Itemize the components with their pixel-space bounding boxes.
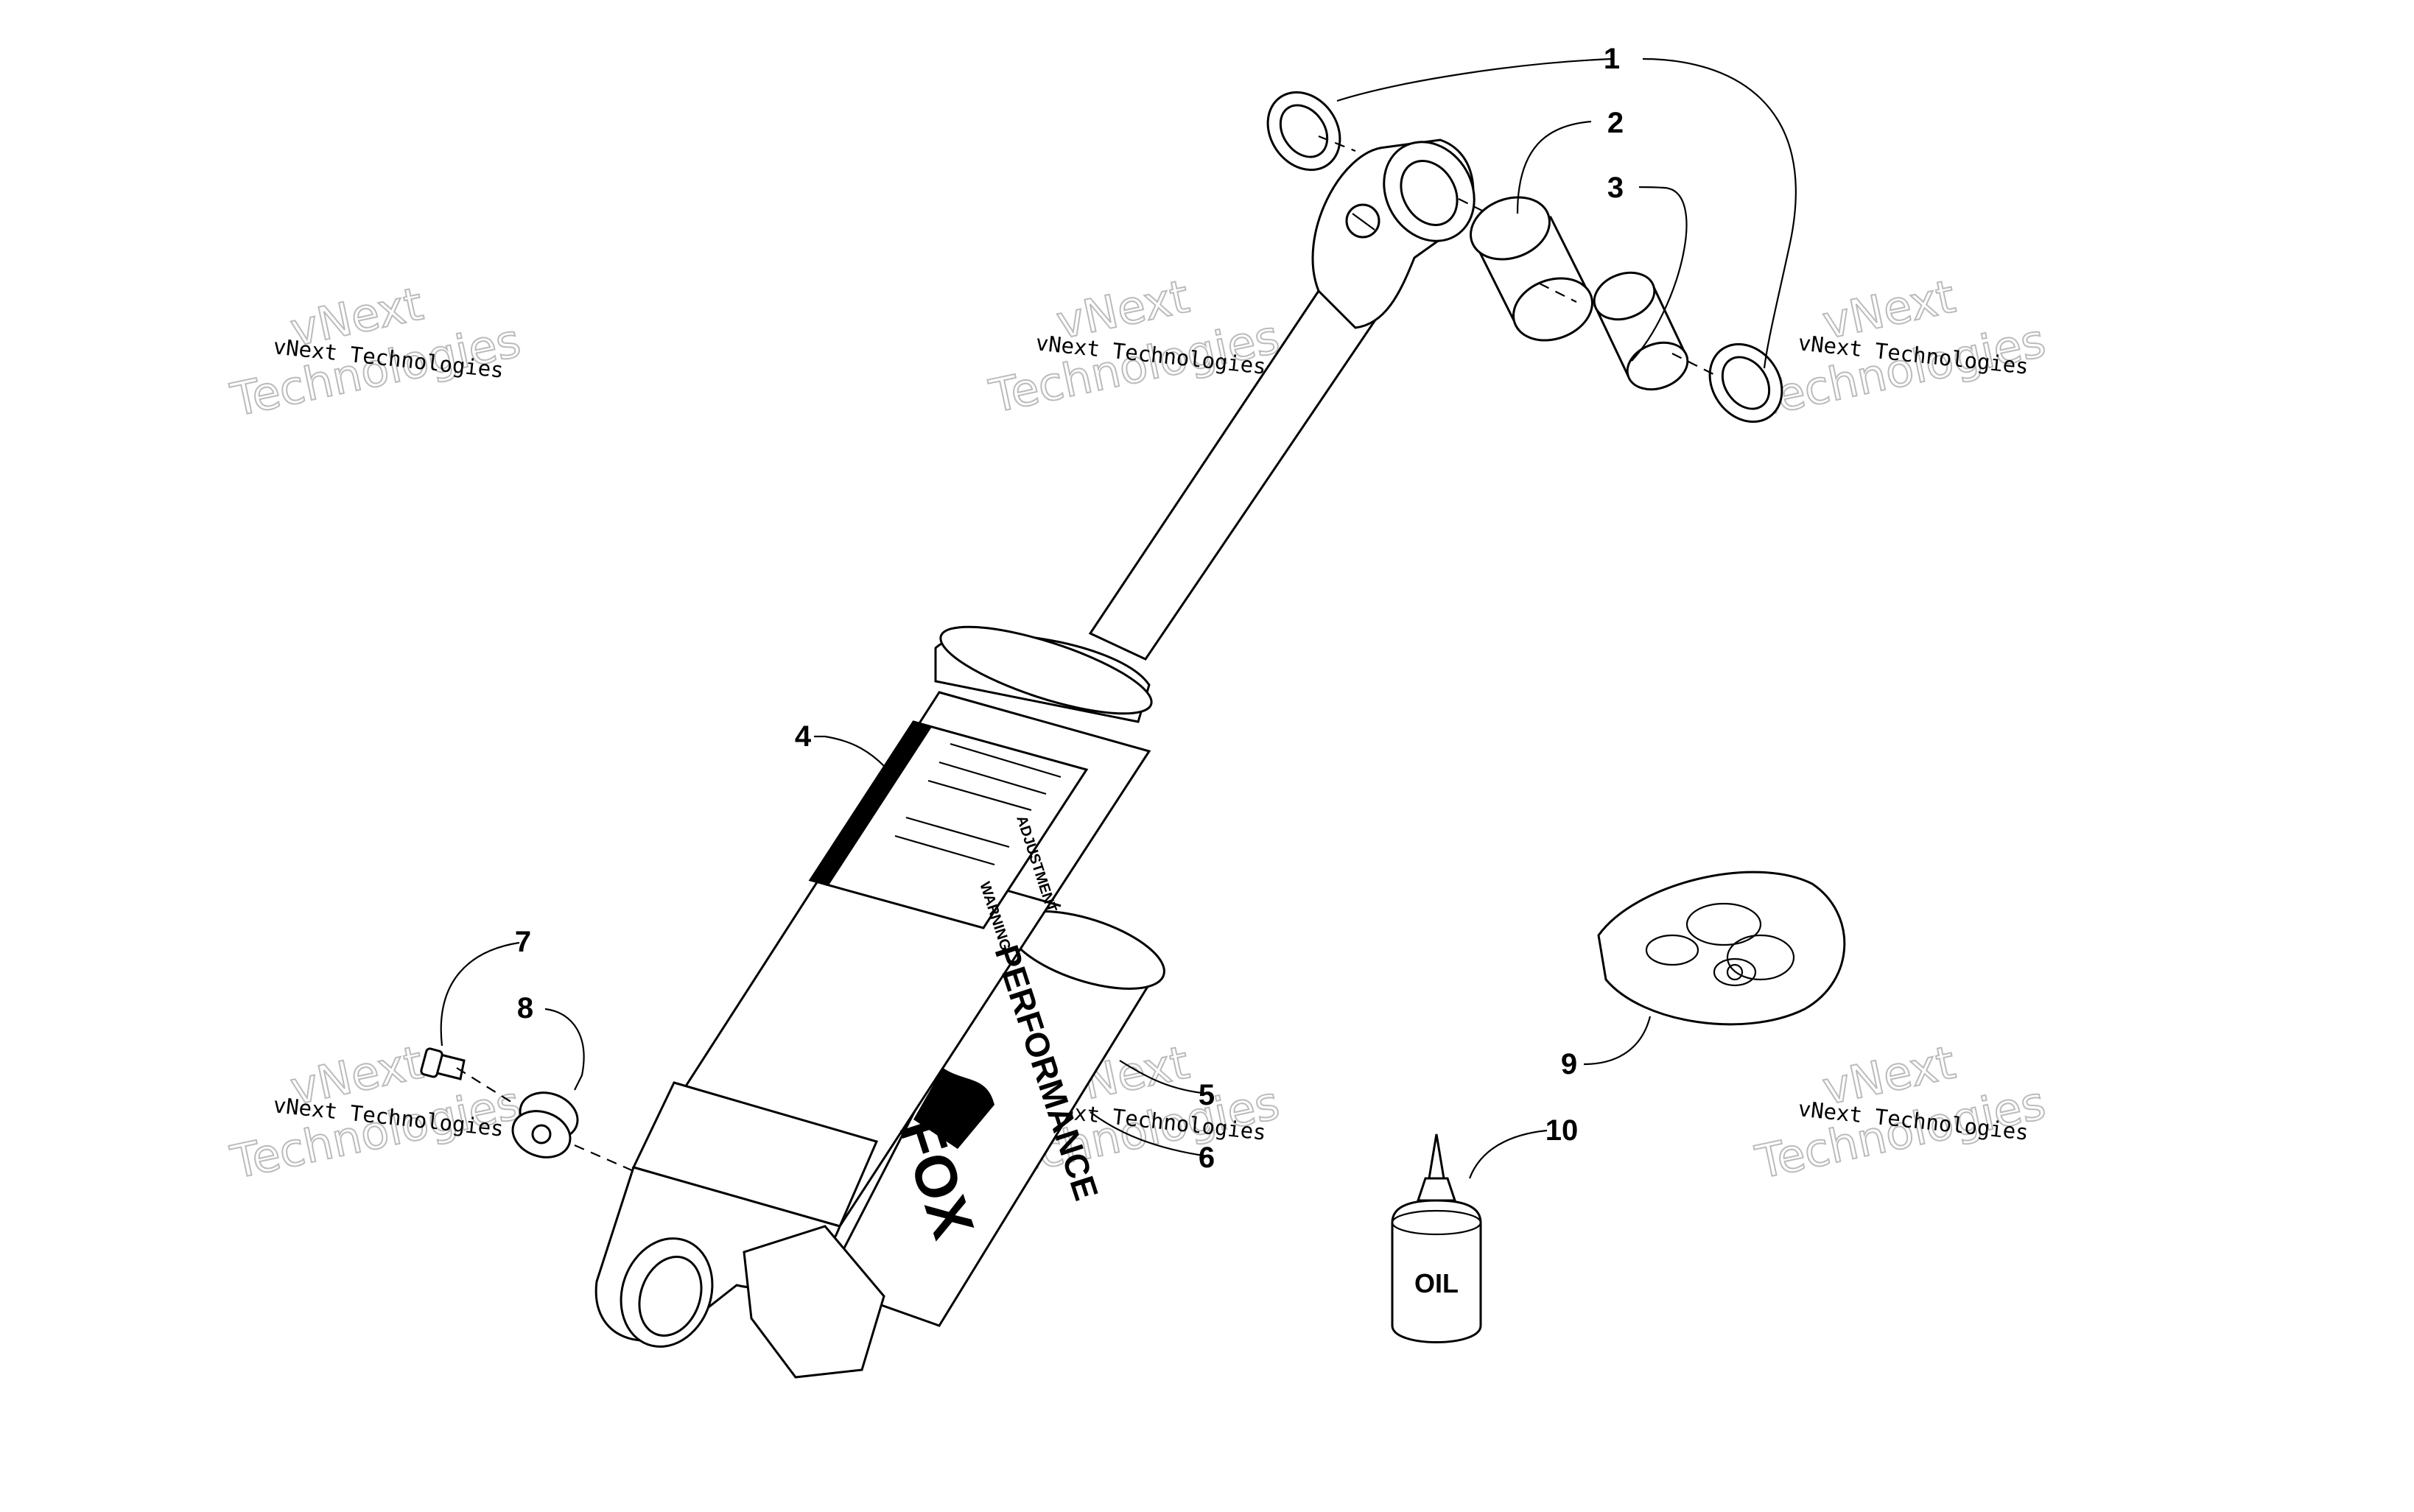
callout-numbers: 1 2 3 4 5 6 7 8 9 10: [515, 43, 1624, 1174]
part-bushing-large: [1470, 196, 1593, 342]
leader-lines: [440, 57, 1797, 1179]
callout-9: 9: [1561, 1048, 1577, 1080]
part-bushing-small: [1593, 271, 1689, 391]
callout-7: 7: [515, 926, 531, 958]
watermark-bottom-right: vNext Technologies vNext Technologies: [1750, 1035, 2051, 1190]
callout-4: 4: [795, 720, 812, 753]
watermark-top-center: vNext Technologies vNext Technologies: [984, 269, 1285, 424]
part-bolt: [420, 1047, 466, 1080]
callout-10: 10: [1545, 1114, 1579, 1147]
watermark-top-left: vNext Technologies vNext Technologies: [225, 276, 526, 428]
callout-5: 5: [1199, 1079, 1215, 1111]
part-oil-bottle: OIL: [1391, 1133, 1482, 1343]
part-knob: [511, 1091, 579, 1158]
part-shock-absorber: ADJUSTMENT WARNING PERFORMANCE FOX: [594, 138, 1476, 1379]
callout-2: 2: [1607, 107, 1624, 139]
part-washer-right: [1708, 342, 1783, 423]
part-seal-kit: [1597, 871, 1846, 1026]
callout-1: 1: [1604, 43, 1620, 75]
watermark-bottom-left: vNext Technologies vNext Technologies: [225, 1035, 526, 1190]
callout-3: 3: [1607, 172, 1624, 204]
bottle-oil-label: OIL: [1414, 1268, 1459, 1298]
callout-8: 8: [517, 992, 533, 1024]
watermark-top-right: vNext Technologies vNext Technologies: [1750, 269, 2051, 428]
part-washer-top: [1266, 91, 1341, 172]
callout-6: 6: [1199, 1142, 1215, 1174]
